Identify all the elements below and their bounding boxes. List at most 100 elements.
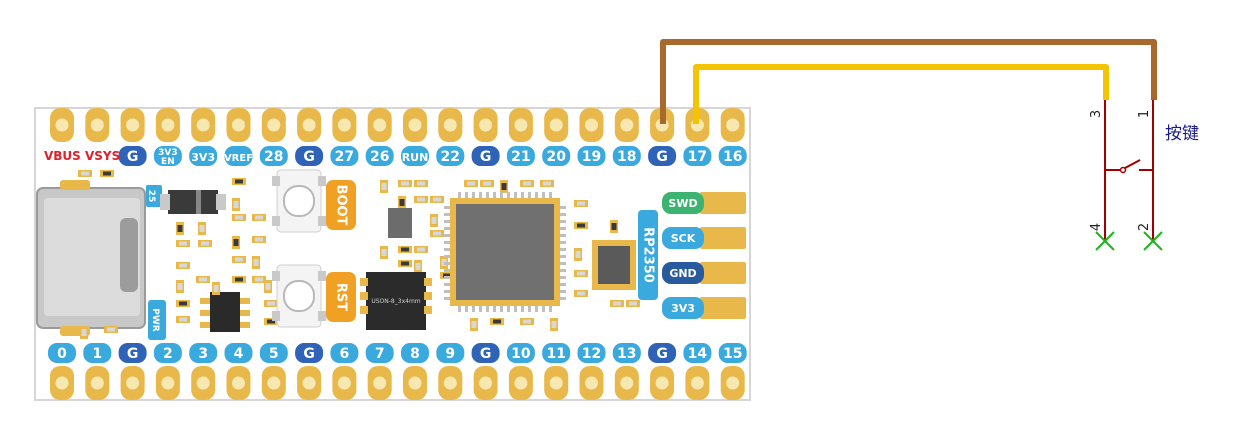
svg-text:EN: EN [161, 157, 175, 167]
passive-component [414, 246, 428, 253]
top-pin-label: 27 [330, 146, 359, 166]
passive-component [414, 196, 428, 203]
header-pad [191, 366, 216, 400]
svg-text:9: 9 [445, 346, 455, 362]
svg-text:7: 7 [375, 346, 385, 362]
svg-text:VREF: VREF [224, 153, 253, 164]
bottom-pin-label: 3 [189, 343, 218, 363]
passive-component [232, 198, 240, 211]
mcu-pins [444, 192, 566, 312]
svg-text:2: 2 [163, 346, 173, 362]
passive-component [252, 276, 266, 283]
header-pad [332, 108, 357, 142]
passive-component [574, 200, 588, 207]
bottom-pin-label: G [118, 343, 147, 363]
passive-component [176, 280, 184, 293]
header-pad [403, 366, 427, 400]
switch-pin-3: 3 [1089, 110, 1104, 118]
passive-component [414, 260, 422, 273]
bottom-pin-label: 2 [153, 343, 182, 363]
boot-label: BOOT [334, 185, 349, 226]
passive-component [440, 272, 454, 279]
switch-pin-2: 2 [1137, 223, 1152, 231]
passive-component [380, 180, 388, 193]
passive-component [252, 236, 266, 243]
svg-text:18: 18 [617, 149, 636, 165]
passive-component [430, 196, 444, 203]
header-pad [332, 366, 357, 400]
svg-text:10: 10 [511, 346, 531, 362]
passive-component [550, 318, 558, 331]
usb-c-connector [36, 180, 146, 336]
header-pad [297, 108, 322, 142]
svg-text:19: 19 [582, 149, 601, 165]
bottom-pin-label: G [295, 343, 324, 363]
small-chip [592, 240, 636, 290]
header-pad [579, 108, 604, 142]
svg-text:4: 4 [234, 346, 244, 362]
yellow-wire [693, 64, 1109, 124]
passive-component [470, 318, 478, 331]
svg-text:SWD: SWD [668, 197, 697, 210]
svg-text:SCK: SCK [671, 232, 696, 245]
led-tag [146, 185, 162, 207]
power-pin-label: VBUS VSYS [44, 149, 120, 163]
pwr-label: PWR [150, 308, 160, 332]
switch-pin-1: 1 [1137, 110, 1152, 118]
passive-component [430, 214, 438, 227]
passive-component [176, 262, 190, 269]
header-pad [473, 366, 498, 400]
svg-text:RUN: RUN [402, 151, 429, 164]
passive-component [574, 222, 588, 229]
header-pad [508, 366, 533, 400]
chip-name-tag [638, 210, 658, 300]
header-pad [544, 108, 569, 142]
passive-component [520, 318, 534, 325]
svg-text:3V3: 3V3 [191, 151, 215, 164]
svg-text:1: 1 [92, 346, 102, 362]
no-connect-x-left [1095, 231, 1115, 251]
passive-component [232, 214, 246, 221]
passive-component [104, 326, 118, 333]
passive-component [264, 300, 278, 307]
svg-text:5: 5 [269, 346, 279, 362]
switch-contact [1119, 166, 1127, 174]
passive-component [252, 214, 266, 221]
passive-component [430, 230, 444, 237]
bottom-pin-label: 1 [83, 343, 112, 363]
header-pad [614, 366, 639, 400]
passive-component [490, 318, 504, 325]
bottom-pin-label: 0 [48, 343, 76, 363]
rst-label: RST [334, 283, 349, 311]
bottom-pin-label: 5 [259, 343, 288, 363]
passive-component [500, 180, 508, 193]
header-pad [120, 108, 145, 142]
header-pad [226, 366, 251, 400]
header-pad [438, 108, 463, 142]
passive-component [414, 180, 428, 187]
passive-component [232, 276, 246, 283]
pwr-tag [148, 300, 166, 340]
switch-pin-4: 4 [1089, 223, 1104, 231]
top-pin-label: G [471, 146, 500, 166]
switch-lever [1124, 159, 1141, 169]
passive-component [198, 240, 212, 247]
svg-text:GND: GND [669, 267, 696, 280]
bottom-pin-label: 11 [542, 343, 571, 363]
passive-component [610, 300, 624, 307]
boot-tag [326, 180, 356, 230]
svg-text:G: G [656, 149, 668, 165]
svg-text:3: 3 [198, 346, 208, 362]
header-pad [367, 366, 392, 400]
rst-tag [326, 272, 356, 322]
top-pin-label: 16 [718, 146, 747, 166]
header-pad [720, 108, 745, 142]
bottom-pin-label: 12 [577, 343, 606, 363]
passive-component [212, 282, 220, 295]
svg-text:G: G [656, 346, 668, 362]
top-pin-label: 26 [365, 146, 394, 166]
debug-pad: SCK [662, 227, 746, 249]
top-pin-label: G [295, 146, 324, 166]
bottom-pin-label: 9 [436, 343, 465, 363]
top-pin-label: G [648, 146, 677, 166]
